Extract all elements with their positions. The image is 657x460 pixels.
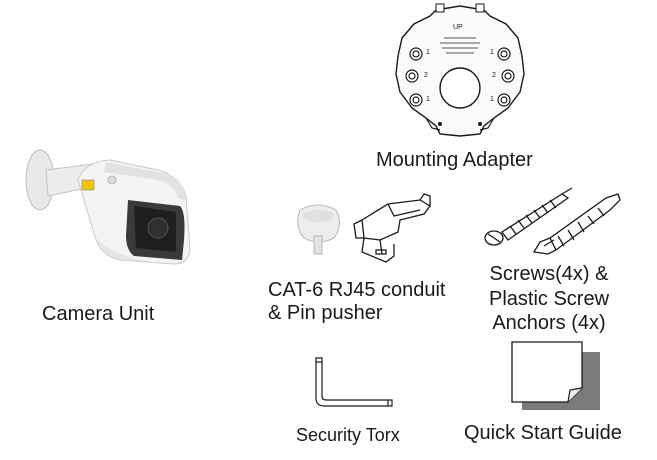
conduit-label-line2: & Pin pusher <box>268 302 383 324</box>
screws-label-line1: Screws(4x) & <box>489 263 609 285</box>
mounting-adapter: UP 1 2 1 1 2 1 <box>380 2 540 142</box>
adapter-marking-left-bottom: 1 <box>426 96 430 103</box>
conduit-and-pin-pusher <box>290 192 440 272</box>
security-torx <box>308 356 398 408</box>
security-torx-label: Security Torx <box>296 425 400 445</box>
quick-start-guide <box>506 338 606 412</box>
adapter-marking-right-top: 1 <box>490 49 494 56</box>
camera-unit-illustration <box>25 149 191 265</box>
screws-label-line2: Plastic Screw <box>488 288 610 310</box>
camera-unit <box>18 140 198 280</box>
adapter-marking-left-mid: 2 <box>424 72 428 79</box>
screws-and-anchors <box>478 180 628 260</box>
adapter-up-marking: UP <box>453 24 463 31</box>
adapter-marking-right-bottom: 1 <box>490 96 494 103</box>
screws-label-line3: Anchors (4x) <box>492 312 606 334</box>
torx-key-icon <box>315 357 393 407</box>
adapter-marking-left-top: 1 <box>426 49 430 56</box>
mounting-adapter-illustration <box>395 3 525 137</box>
screws-illustration <box>484 187 621 255</box>
camera-unit-label: Camera Unit <box>42 303 155 325</box>
quick-start-guide-label: Quick Start Guide <box>464 422 622 444</box>
conduit-illustration <box>297 193 431 263</box>
adapter-marking-right-mid: 2 <box>492 72 496 79</box>
quick-start-guide-icon <box>511 341 600 410</box>
mounting-adapter-label: Mounting Adapter <box>376 149 533 171</box>
conduit-label-line1: CAT-6 RJ45 conduit <box>268 279 446 301</box>
